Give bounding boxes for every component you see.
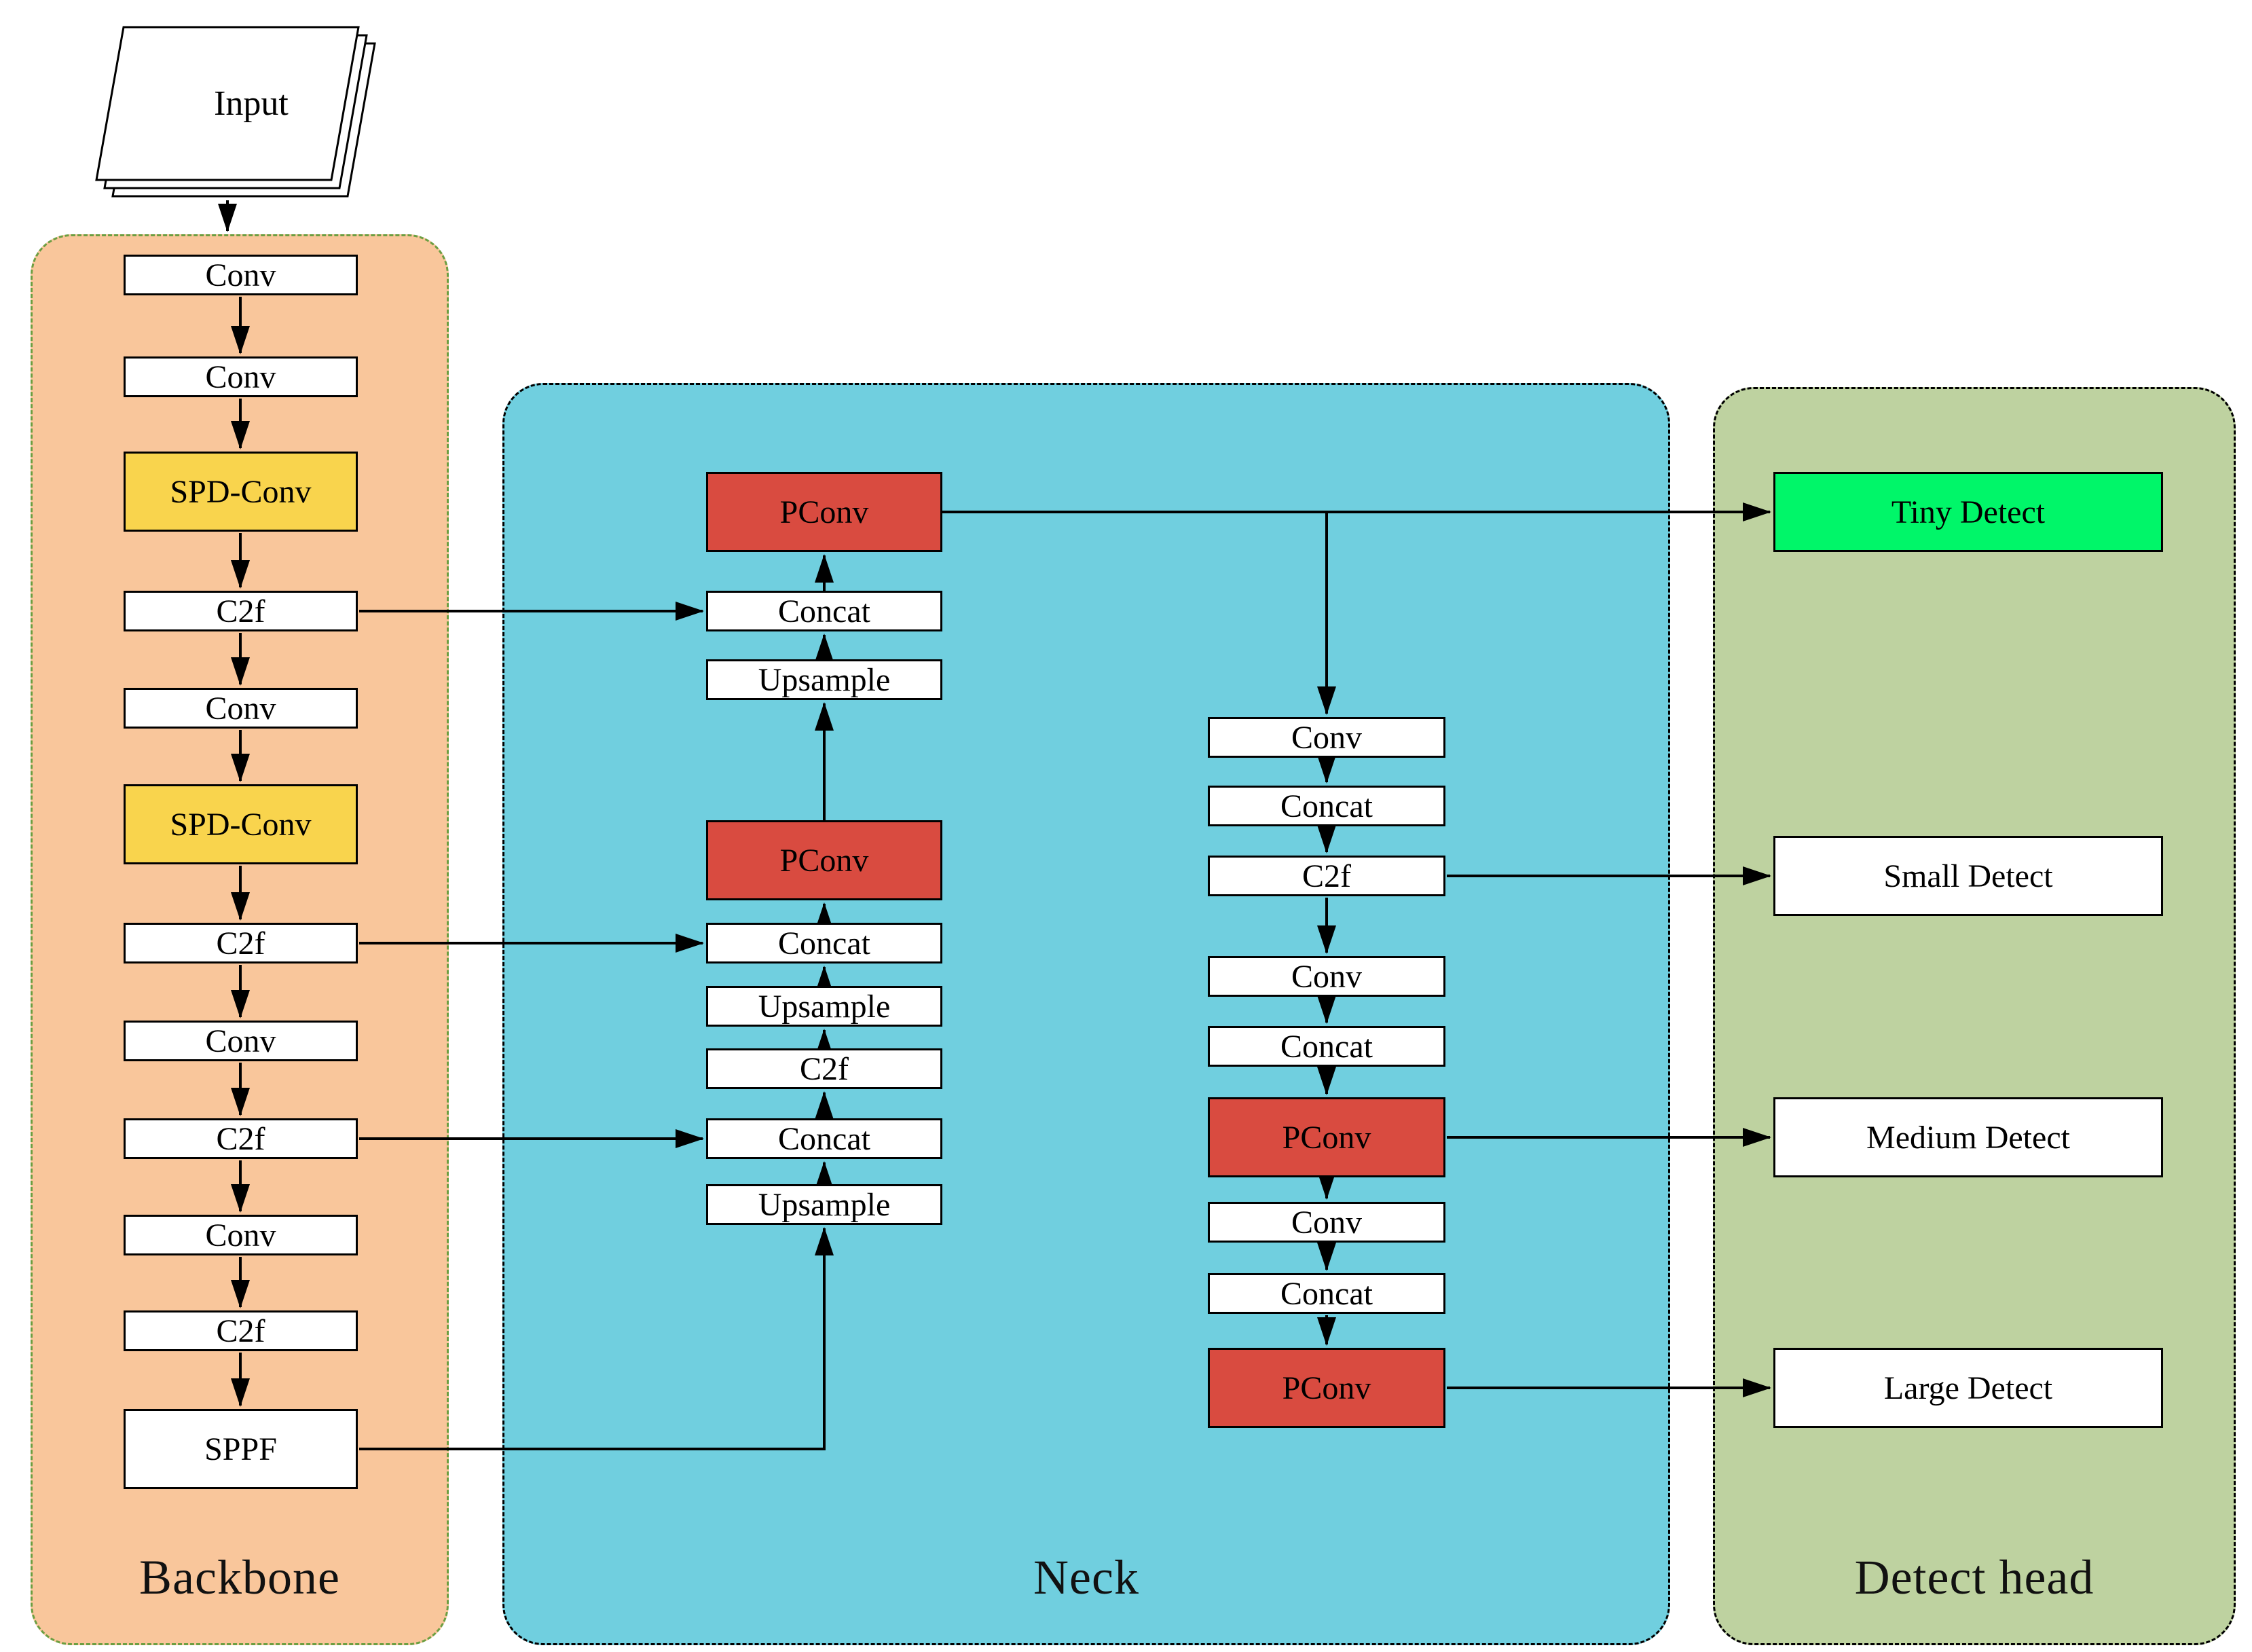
node-r-concat-2: Concat bbox=[1208, 1026, 1445, 1067]
stacked-sheets-icon bbox=[95, 26, 376, 198]
node-n-c2f: C2f bbox=[706, 1048, 942, 1089]
node-b-conv-1: Conv bbox=[124, 255, 358, 295]
node-r-concat-1: Concat bbox=[1208, 786, 1445, 826]
node-r-concat-3: Concat bbox=[1208, 1273, 1445, 1314]
node-d-medium: Medium Detect bbox=[1773, 1097, 2163, 1177]
node-r-pconv-2: PConv bbox=[1208, 1348, 1445, 1428]
node-r-pconv-1: PConv bbox=[1208, 1097, 1445, 1177]
node-b-c2f-1: C2f bbox=[124, 591, 358, 631]
node-n-upsample-3: Upsample bbox=[706, 1184, 942, 1225]
node-d-tiny: Tiny Detect bbox=[1773, 472, 2163, 552]
input-label: Input bbox=[214, 84, 289, 123]
node-r-conv-2: Conv bbox=[1208, 956, 1445, 997]
node-b-conv-2: Conv bbox=[124, 356, 358, 397]
node-r-conv-1: Conv bbox=[1208, 717, 1445, 758]
node-b-conv-5: Conv bbox=[124, 1215, 358, 1255]
node-b-spdconv-2: SPD-Conv bbox=[124, 784, 358, 864]
neck-container: Neck bbox=[502, 383, 1670, 1645]
node-n-upsample-1: Upsample bbox=[706, 659, 942, 700]
node-b-c2f-3: C2f bbox=[124, 1118, 358, 1159]
node-d-large: Large Detect bbox=[1773, 1348, 2163, 1428]
input-stack: Input bbox=[68, 12, 448, 230]
node-n-concat-3: Concat bbox=[706, 1118, 942, 1159]
node-b-conv-3: Conv bbox=[124, 688, 358, 729]
input-sheet-2 bbox=[95, 26, 360, 181]
node-b-c2f-4: C2f bbox=[124, 1310, 358, 1351]
backbone-label: Backbone bbox=[139, 1550, 340, 1604]
node-b-c2f-2: C2f bbox=[124, 923, 358, 963]
node-d-small: Small Detect bbox=[1773, 836, 2163, 916]
detect-head-label: Detect head bbox=[1854, 1550, 2094, 1604]
node-n-pconv-1: PConv bbox=[706, 472, 942, 552]
node-n-upsample-2: Upsample bbox=[706, 986, 942, 1027]
node-b-conv-4: Conv bbox=[124, 1021, 358, 1061]
node-n-concat-2: Concat bbox=[706, 923, 942, 963]
node-n-concat-1: Concat bbox=[706, 591, 942, 631]
detect-head-container: Detect head bbox=[1713, 387, 2236, 1645]
neck-label: Neck bbox=[1033, 1550, 1139, 1604]
node-n-pconv-2: PConv bbox=[706, 820, 942, 900]
node-b-spdconv-1: SPD-Conv bbox=[124, 452, 358, 532]
node-b-sppf: SPPF bbox=[124, 1409, 358, 1489]
node-r-c2f: C2f bbox=[1208, 856, 1445, 896]
node-r-conv-3: Conv bbox=[1208, 1202, 1445, 1243]
